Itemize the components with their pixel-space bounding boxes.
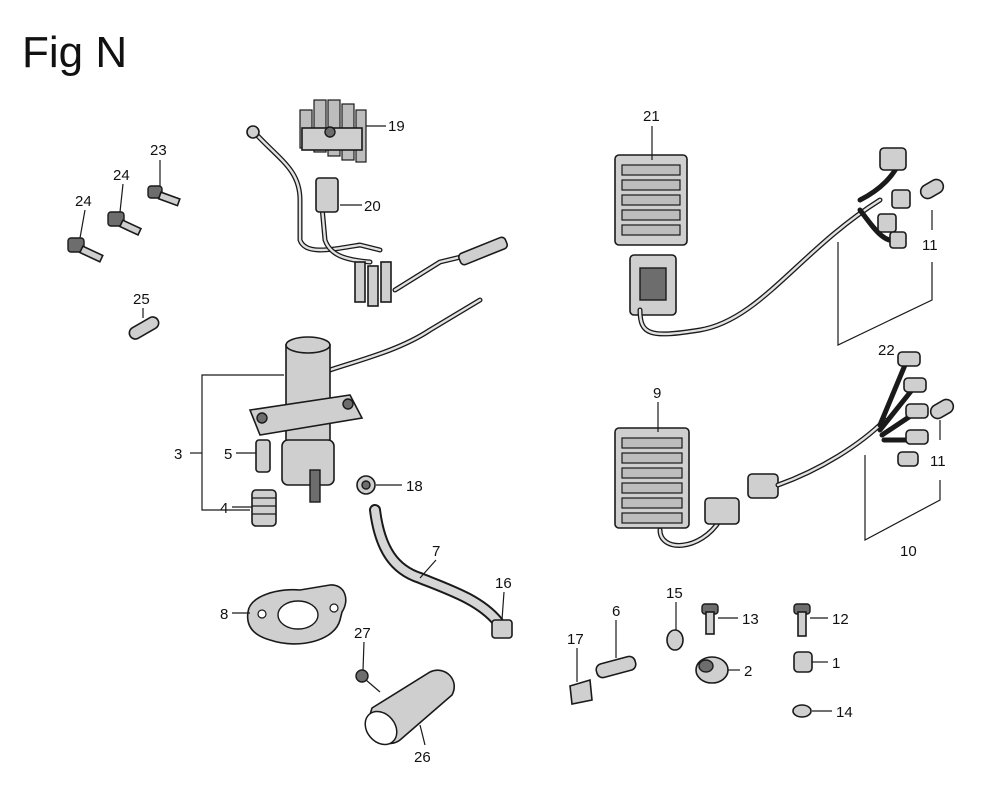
part-17-clip (569, 678, 593, 705)
callout-19: 19 (388, 118, 405, 135)
figure-title: Fig N (22, 28, 128, 77)
callout-14: 14 (836, 704, 853, 721)
part-10-harness (657, 351, 929, 548)
callout-11b: 11 (930, 453, 946, 470)
callout-13: 13 (742, 611, 759, 628)
part-4-spring (251, 489, 277, 527)
callout-11a: 11 (922, 237, 938, 254)
part-24-bolt-b (67, 237, 104, 263)
callout-4: 4 (220, 500, 228, 517)
callout-15: 15 (666, 585, 683, 602)
callout-23: 23 (150, 142, 167, 159)
callout-3: 3 (174, 446, 182, 463)
part-7-hose (369, 504, 504, 628)
callout-25: 25 (133, 291, 150, 308)
part-24-bolt-a (107, 211, 143, 237)
part-27-screw (355, 669, 381, 693)
part-5-sleeve (255, 439, 271, 473)
part-11-sleeve-a (919, 178, 945, 200)
part-11-sleeve-b (929, 398, 955, 420)
callout-21: 21 (643, 108, 660, 125)
part-20-harness (246, 125, 509, 307)
callout-5: 5 (224, 446, 232, 463)
callout-20: 20 (364, 198, 381, 215)
part-3-solenoid (248, 297, 483, 503)
part-19-heat-sink (299, 99, 367, 163)
part-14-washer (792, 704, 812, 718)
part-18-clip (356, 475, 376, 495)
part-25-pin (128, 316, 160, 340)
callout-27: 27 (354, 625, 371, 642)
part-6-fitting (595, 655, 637, 679)
part-8-gasket (246, 584, 347, 645)
part-12-bolt (793, 603, 811, 637)
callout-17: 17 (567, 631, 584, 648)
callout-22: 22 (878, 342, 895, 359)
part-21-rectifier (614, 154, 688, 316)
part-9-regulator (614, 427, 690, 529)
callout-18: 18 (406, 478, 423, 495)
part-26-grip (364, 669, 455, 746)
callout-12: 12 (832, 611, 849, 628)
part-15-washer (666, 629, 684, 651)
part-16-nut (491, 619, 513, 639)
callout-24b: 24 (75, 193, 92, 210)
callout-7: 7 (432, 543, 440, 560)
part-2-cap (695, 656, 729, 684)
callout-26: 26 (414, 749, 431, 766)
callout-labels: 19 20 21 22 23 24 24 25 3 5 4 18 7 16 8 … (75, 108, 946, 766)
part-13-bolt (701, 603, 719, 635)
part-23-bolt (147, 185, 181, 207)
callout-9: 9 (653, 385, 661, 402)
part-1-nut (793, 651, 813, 673)
part-22-harness (637, 147, 911, 337)
callout-1: 1 (832, 655, 840, 672)
callout-6: 6 (612, 603, 620, 620)
callout-24a: 24 (113, 167, 130, 184)
callout-2: 2 (744, 663, 752, 680)
callout-10: 10 (900, 543, 917, 560)
leader-lines (79, 125, 941, 746)
callout-16: 16 (495, 575, 512, 592)
callout-8: 8 (220, 606, 228, 623)
